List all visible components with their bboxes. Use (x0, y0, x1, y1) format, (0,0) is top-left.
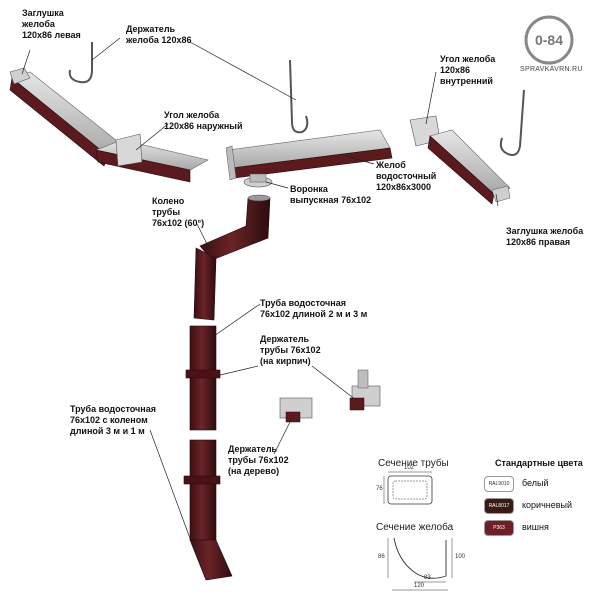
gutter-section (387, 537, 453, 591)
gutter-hook-3 (499, 89, 525, 156)
pipe-section (383, 471, 433, 505)
downpipe-lower (183, 439, 233, 581)
funnel (243, 173, 273, 188)
colors-title: Стандартные цвета (495, 458, 583, 468)
gutter-dim-depth: 86 (378, 554, 385, 560)
gutter-middle (225, 129, 393, 181)
pipe-section-title: Сечение трубы (378, 458, 449, 469)
gutter-left (9, 67, 127, 167)
end-cap-left (9, 67, 31, 85)
pipe-holder-wood (279, 397, 313, 423)
gutter-outer-corner (94, 133, 209, 183)
color-name: коричневый (522, 500, 573, 510)
logo-number: 0-84 (535, 32, 563, 48)
logo: 0-84 (524, 15, 574, 65)
gutter-dim-width: 120 (414, 583, 425, 589)
pipe-dim-width: 102 (404, 465, 415, 471)
color-name: вишня (522, 522, 549, 532)
color-swatch: RAL9010 (484, 476, 514, 492)
gutter-right (409, 115, 511, 205)
leader-lines (21, 37, 499, 561)
gutter-section-title: Сечение желоба (376, 522, 454, 533)
gutter-dim-height: 100 (455, 554, 466, 560)
downpipe-middle (185, 325, 221, 431)
color-name: белый (522, 478, 549, 488)
logo-site: SPRAVKAVRN.RU (520, 66, 583, 73)
pipe-holder-brick (349, 369, 381, 411)
color-swatch: P363 (484, 520, 514, 536)
gutter-hook-2 (289, 59, 309, 134)
gutter-dim-inner: 83 (424, 575, 431, 581)
color-swatch: RAL8017 (484, 498, 514, 514)
downpipe-upper (193, 194, 271, 321)
pipe-dim-height: 76 (376, 486, 383, 492)
gutter-hook-1 (68, 42, 93, 84)
